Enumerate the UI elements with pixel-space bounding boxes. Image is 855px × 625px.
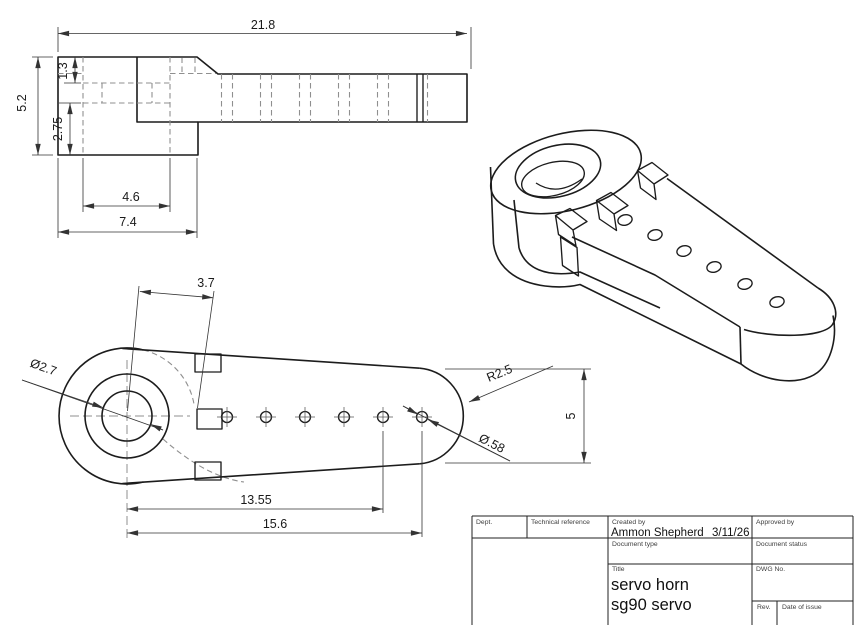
title-block-grid: [471, 515, 854, 625]
dim-spline-offset-text: 3.7: [197, 276, 214, 290]
dim-overall-height-text: 5.2: [15, 94, 29, 111]
document-status-label: Document status: [756, 541, 808, 548]
iso-tip-wall-edge: [739, 326, 742, 365]
side-view: 21.8 5.2 1.3 2.75 4.6 7.4: [15, 18, 472, 238]
side-tip-tangent-lines: [416, 74, 424, 122]
iso-hub-base-inner-edge: [518, 247, 661, 309]
created-by-label: Created by: [612, 519, 646, 526]
iso-hole-1: [617, 213, 633, 227]
dim-total-length-text: 21.8: [251, 18, 275, 32]
title-label: Title: [612, 566, 625, 573]
iso-spline-tab-right: [636, 161, 669, 201]
plan-hole-crosshairs: [217, 407, 432, 427]
plan-hub-centerlines: [70, 360, 190, 540]
dim-bore-width-text: 4.6: [122, 190, 139, 204]
leader-hole-diameter-arrow-2: [427, 419, 511, 462]
plan-arm-tangent-edges: [122, 347, 420, 485]
document-type-label: Document type: [612, 541, 658, 548]
iso-tip-top-arc: [743, 287, 837, 337]
side-hidden-bore-lines: [58, 57, 216, 155]
iso-tip-bottom-arc: [740, 315, 836, 382]
dim-overall-height-extensions: [32, 56, 53, 156]
iso-hole-6: [769, 295, 785, 309]
plan-arm-tip-arc: [419, 367, 465, 465]
dim-hub-width-extensions: [57, 158, 198, 238]
dim-bore-width-extensions: [82, 158, 171, 212]
dept-label: Dept.: [476, 519, 492, 526]
dim-step-depth-text: 1.3: [56, 62, 70, 79]
dim-hole6-text: 15.6: [263, 517, 287, 531]
iso-spline-tab-middle: [595, 191, 629, 232]
leader-bore-diameter-arrow-1: [21, 379, 104, 409]
leader-tip-radius-line: [468, 365, 554, 403]
iso-arm-top-edge: [666, 177, 819, 289]
plan-hub-hidden-arc: [143, 349, 195, 404]
iso-spline-tab-left: [554, 207, 588, 277]
rev-label: Rev.: [757, 604, 771, 611]
iso-hole-5: [737, 277, 753, 291]
dim-total-length-extensions: [57, 27, 472, 69]
iso-counterbore-rim: [514, 143, 602, 199]
leader-hole-diameter-arrow-1: [402, 405, 419, 415]
iso-hub-wall-left: [489, 166, 495, 245]
dim-spline-offset-line: [139, 289, 214, 300]
iso-bore-bottom-arc: [535, 178, 583, 190]
plan-fillet-hidden-arc: [162, 438, 245, 483]
dwg-no-label: DWG No.: [756, 566, 785, 573]
iso-bore-rim: [521, 160, 585, 198]
iso-hub-base-silhouette: [492, 243, 742, 365]
iso-hub-wall-inner: [513, 199, 520, 249]
drawing-title-line2: sg90 servo: [611, 596, 692, 614]
iso-hole-2: [647, 228, 663, 242]
date-of-issue-label: Date of issue: [782, 604, 822, 611]
dim-tip-width-text: 5: [564, 412, 578, 419]
leader-bore-diameter-arrow-2: [150, 423, 164, 432]
plan-hub-bore-circle: [101, 390, 153, 442]
dim-hub-width-text: 7.4: [119, 215, 136, 229]
iso-hole-3: [676, 244, 692, 258]
created-by-date: 3/11/26: [712, 527, 750, 539]
technical-reference-label: Technical reference: [531, 519, 590, 526]
iso-hole-4: [706, 260, 722, 274]
dim-hole5-text: 13.55: [240, 493, 271, 507]
drawing-title-line1: servo horn: [611, 576, 689, 594]
isometric-view: [489, 129, 837, 382]
approved-by-label: Approved by: [756, 519, 795, 526]
created-by-name: Ammon Shepherd: [611, 527, 704, 539]
dim-lower-height-text: 2.75: [51, 117, 65, 141]
dim-tip-width-extensions: [445, 368, 591, 464]
plan-hub-boss-circle: [84, 373, 170, 459]
side-outline: [57, 56, 468, 156]
dim-spline-offset-extensions: [127, 285, 215, 412]
title-block: Dept. Technical reference Created by App…: [471, 515, 854, 625]
plan-spline-tabs: [194, 353, 223, 481]
iso-arm-top-face-edge: [571, 236, 741, 328]
side-hub-arm-edge: [136, 57, 198, 123]
plan-hub-outer-circle: [58, 347, 144, 485]
